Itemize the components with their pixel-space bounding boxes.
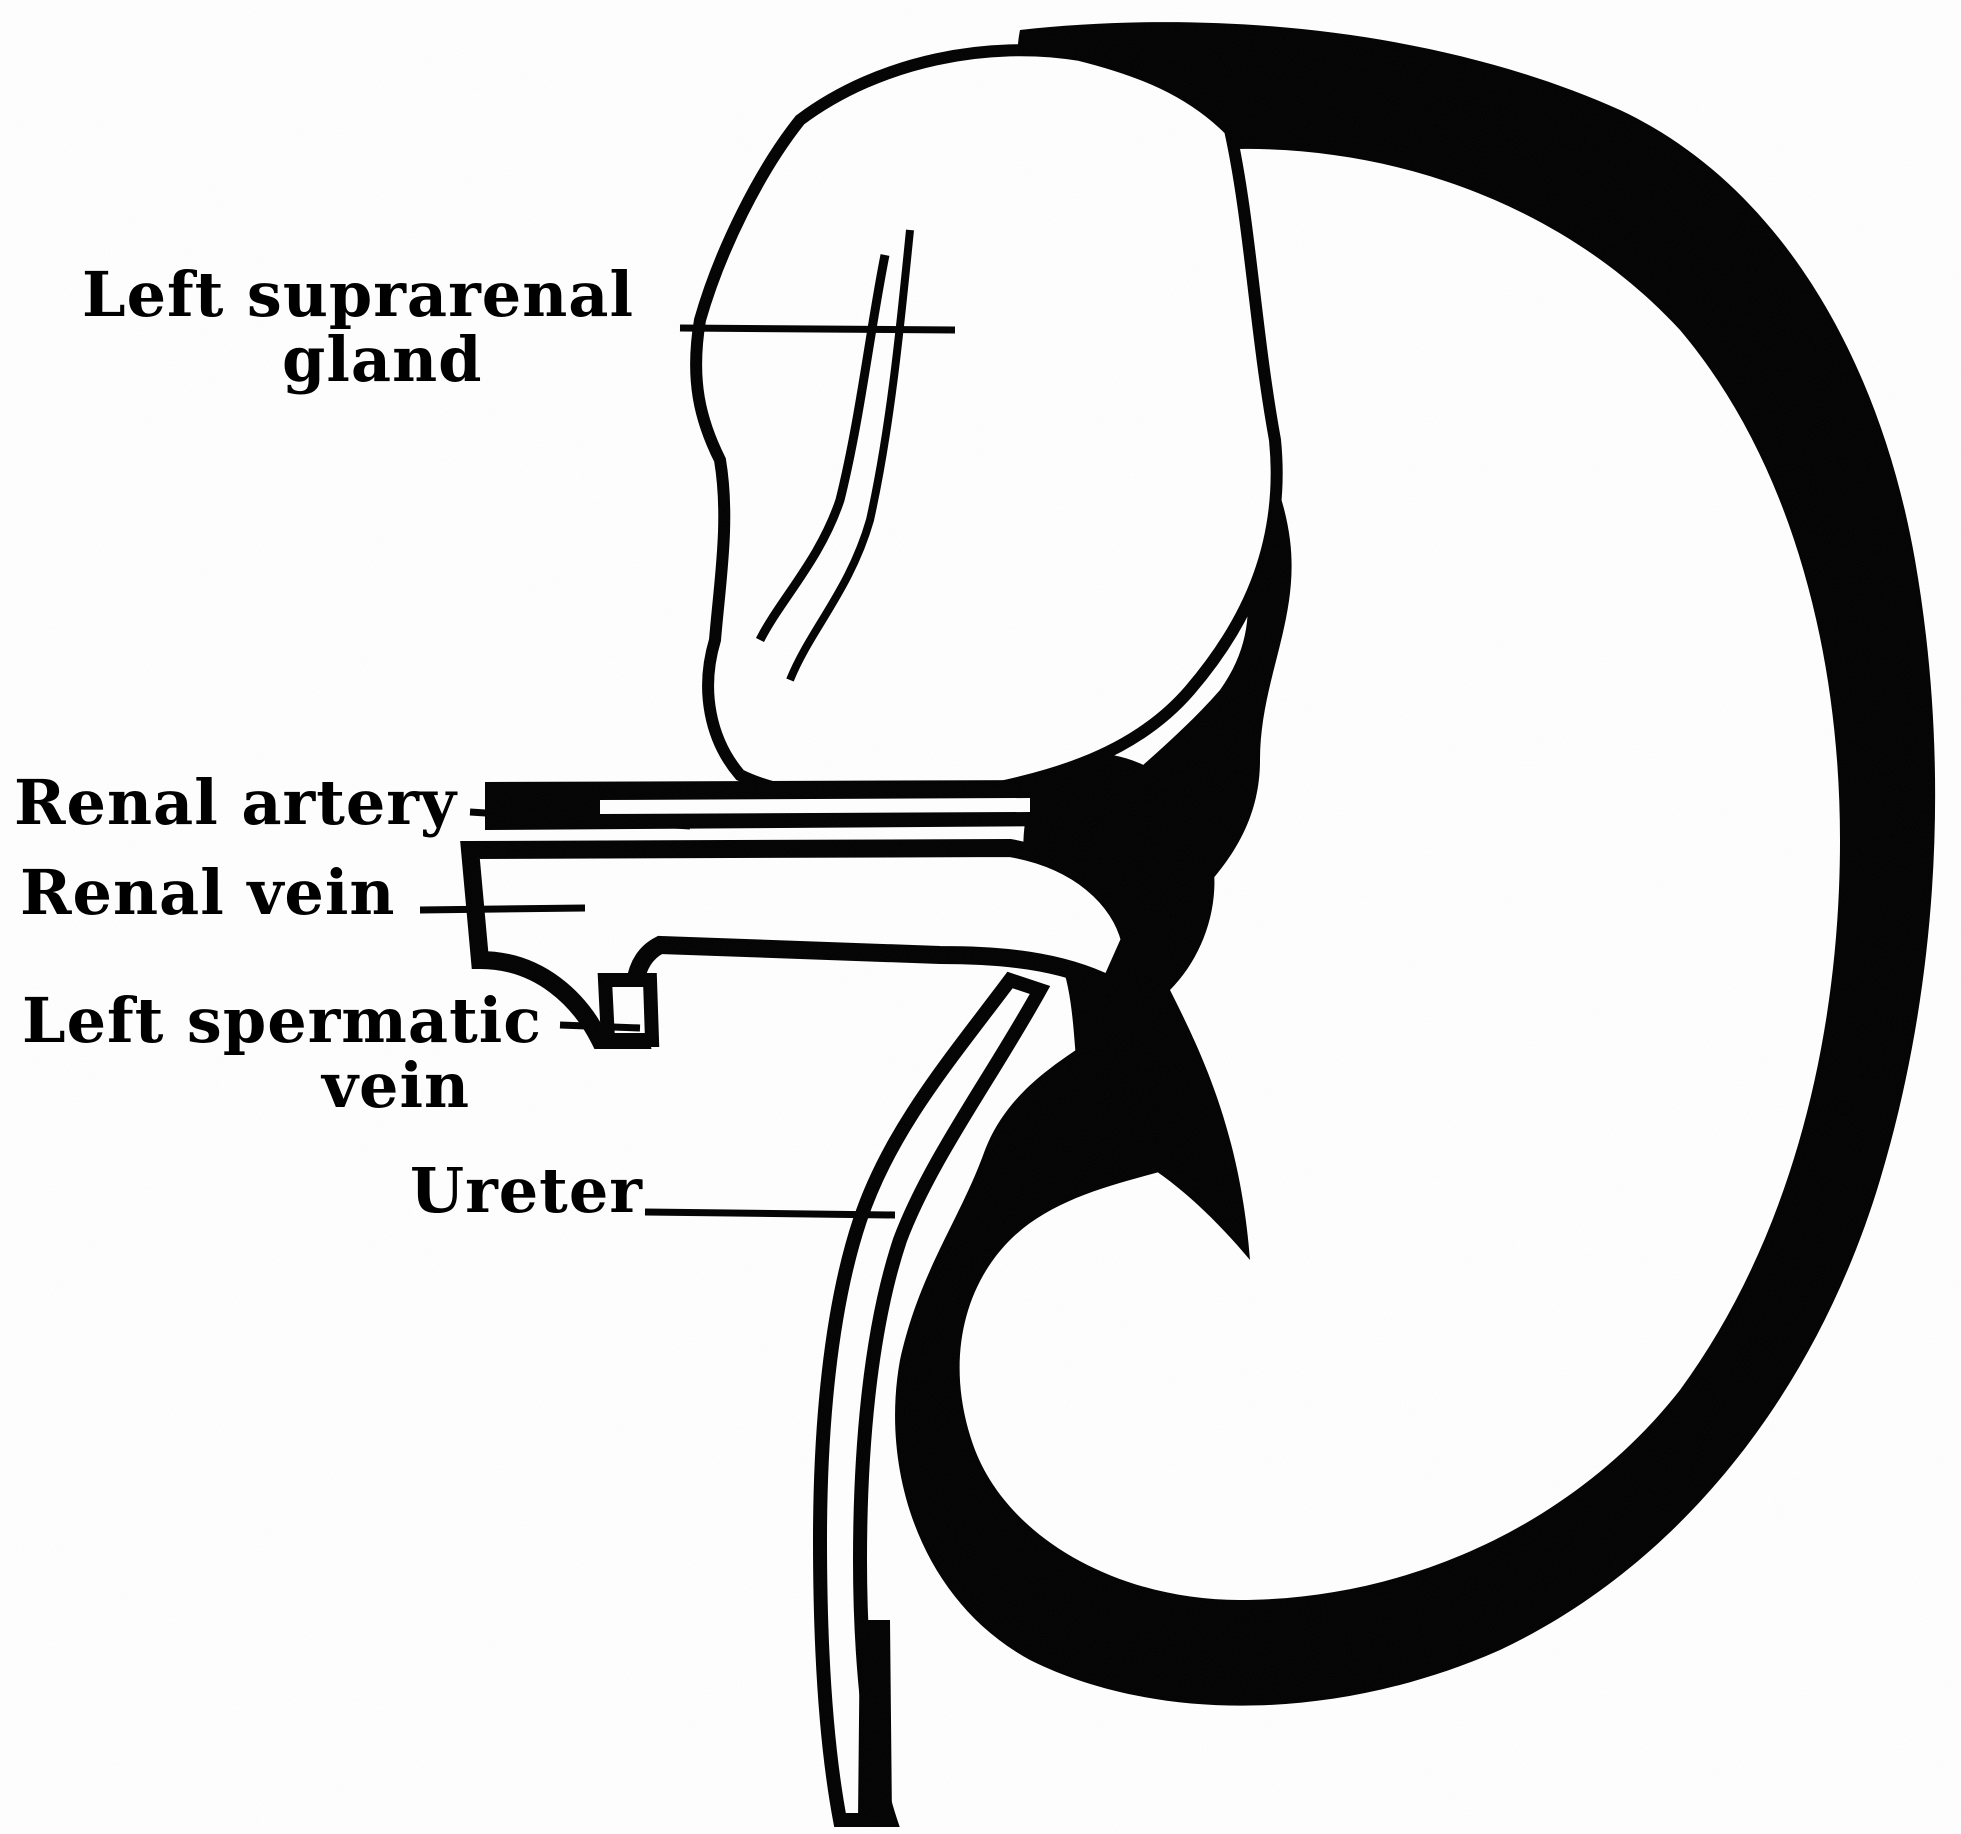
label-spermatic-line2: vein [22, 1053, 542, 1118]
label-left-suprarenal-gland: Left suprarenal gland [82, 262, 634, 392]
label-suprarenal-line1: Left suprarenal [82, 258, 634, 331]
label-ureter: Ureter [410, 1158, 643, 1223]
label-renal-vein: Renal vein [20, 860, 395, 925]
label-suprarenal-line2: gland [82, 327, 634, 392]
label-spermatic-line1: Left spermatic [22, 984, 542, 1057]
label-renal-artery: Renal artery [14, 770, 457, 835]
label-left-spermatic-vein: Left spermatic vein [22, 988, 542, 1118]
